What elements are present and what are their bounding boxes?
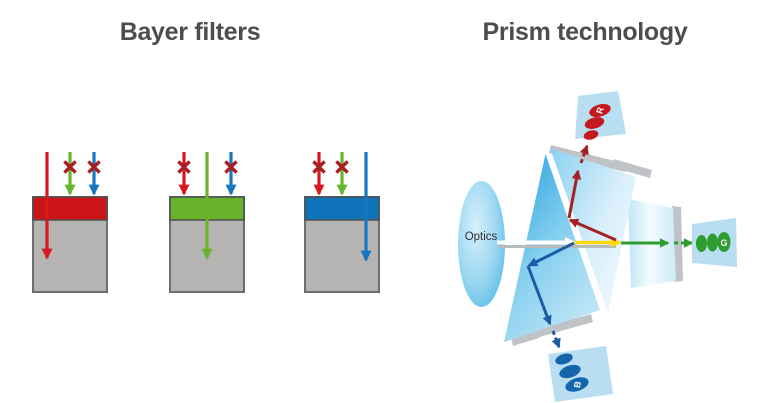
prism-diagram: R G B Optics: [458, 91, 737, 402]
blue-beam-down: [526, 265, 552, 326]
x-mark-icon: [312, 160, 326, 174]
blue-sensor-plate: [548, 346, 613, 402]
x-mark-icon: [224, 160, 238, 174]
green-photosite: [696, 235, 707, 252]
x-mark-icon: [87, 160, 101, 174]
red-photosite: [584, 117, 605, 129]
filter-layer-red: [32, 196, 108, 221]
x-mark-icon: [335, 160, 349, 174]
prism-title: Prism technology: [483, 18, 688, 46]
red-photosite: [583, 130, 599, 140]
red-beam-up: [567, 169, 582, 219]
filter-layer-blue: [304, 196, 380, 221]
red-sensor: R: [575, 91, 626, 140]
bayer-unit-red: [32, 152, 108, 293]
bayer-unit-green: [169, 152, 245, 293]
red-sensor-label: R: [594, 105, 606, 115]
blue-photosite: [559, 364, 581, 379]
optics-lens: [458, 181, 505, 307]
blue-beam-dashed: [551, 330, 561, 349]
blue-photosite: [565, 377, 589, 392]
red-beam-dashed: [579, 144, 589, 164]
spacer-strip-top: [549, 145, 627, 172]
green-photosite: [717, 232, 731, 252]
spacer-strip-bottom-left: [511, 329, 539, 346]
prism-air-gap: [544, 151, 604, 313]
green-photosite: [707, 233, 718, 252]
bayer-title: Bayer filters: [120, 18, 261, 46]
x-mark-icon: [177, 160, 191, 174]
blue-photosite: [555, 353, 573, 365]
green-sensor: G: [692, 218, 737, 267]
x-mark-icon: [63, 160, 77, 174]
optics-label: Optics: [465, 231, 498, 243]
spacer-strip-bottom: [534, 314, 593, 338]
green-sensor-label: G: [720, 238, 727, 248]
red-photosite: [589, 103, 611, 118]
bayer-unit-blue: [304, 152, 380, 293]
blue-beam-reflect: [527, 241, 575, 267]
blue-sensor: B: [548, 346, 613, 402]
blue-sensor-label: B: [572, 380, 583, 389]
spacer-strip-top-right: [612, 159, 652, 178]
red-beam-reflect: [568, 218, 617, 242]
